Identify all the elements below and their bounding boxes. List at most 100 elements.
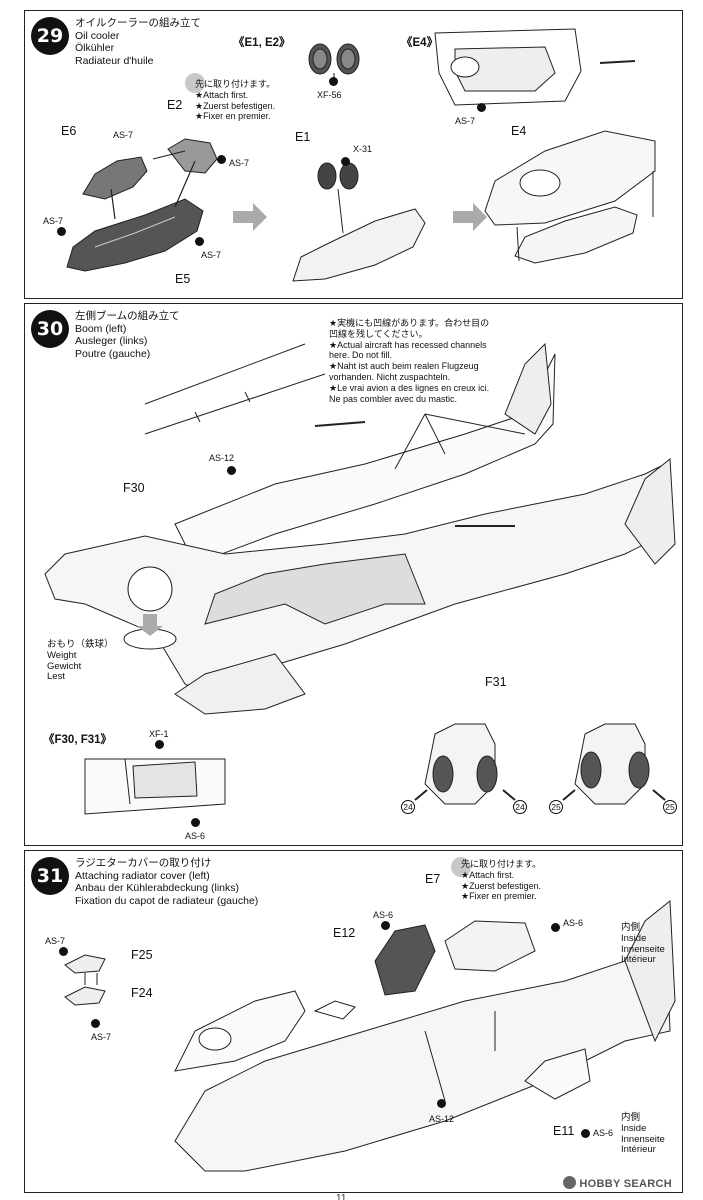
step-29-panel: 29 オイルクーラーの組み立て Oil cooler Ölkühler Radi… <box>24 10 683 299</box>
step-title: ラジエターカバーの取り付け Attaching radiator cover (… <box>75 857 258 907</box>
paint-dot-icon <box>227 466 236 475</box>
callout-as6: AS-6 <box>373 910 394 920</box>
note-line: ★Zuerst befestigen. <box>195 100 276 111</box>
weight-label-en: Weight <box>47 649 77 661</box>
note-line: vorhanden. Nicht zuspachteln. <box>329 371 451 382</box>
callout-as12: AS-12 <box>209 453 235 463</box>
stamp-icon <box>451 857 471 877</box>
paint-dot-icon <box>57 227 66 236</box>
title-en: Oil cooler <box>75 29 120 42</box>
title-de: Anbau der Kühlerabdeckung (links) <box>75 882 240 894</box>
inside-label-de: Innenseite <box>621 943 665 955</box>
inside-label-lower: 内側 Inside Innenseite Intérieur <box>621 1112 665 1156</box>
title-fr: Fixation du capot de radiateur (gauche) <box>75 894 259 907</box>
step-30-panel: 30 左側ブームの組み立て Boom (left) Ausleger (link… <box>24 303 683 846</box>
weight-label-fr: Lest <box>47 671 65 683</box>
title-fr: Radiateur d'huile <box>75 54 154 67</box>
bracket-label-e1-e2: 《E1, E2》 <box>233 37 291 49</box>
inside-label-en: Inside <box>621 932 647 944</box>
circled-number: 24 <box>401 800 415 814</box>
paint-dot-icon <box>381 921 390 930</box>
title-de: Ölkühler <box>75 42 115 54</box>
title-en: Attaching radiator cover (left) <box>75 869 210 882</box>
callout-x31: X-31 <box>353 144 373 154</box>
circled-number: 25 <box>663 800 677 814</box>
callout-xf1: XF-1 <box>149 729 169 739</box>
callout-as7: AS-7 <box>455 116 476 126</box>
note-line: 先に取り付けます。 <box>461 859 542 869</box>
inside-label-de: Innenseite <box>621 1133 665 1145</box>
paint-dot-icon <box>329 77 338 86</box>
step-29-drawing <box>66 28 656 282</box>
part-label-e1: E1 <box>295 130 311 144</box>
stamp-icon <box>185 73 205 93</box>
weight-label-de: Gewicht <box>47 660 82 672</box>
watermark-logo: HOBBY SEARCH <box>563 1176 672 1190</box>
weight-label: おもり（鉄球） Weight Gewicht Lest <box>47 639 114 683</box>
page-number: 11 <box>336 1193 347 1200</box>
callout-as6: AS-6 <box>185 831 206 841</box>
step-31-panel: 31 ラジエターカバーの取り付け Attaching radiator cove… <box>24 850 683 1193</box>
step-title: 左側ブームの組み立て Boom (left) Ausleger (links) … <box>75 310 180 360</box>
step-31-drawing <box>64 899 676 1172</box>
paint-dot-icon <box>551 923 560 932</box>
part-label-e12: E12 <box>333 926 356 940</box>
part-label-e6: E6 <box>61 124 77 138</box>
paint-dot-icon <box>217 155 226 164</box>
paint-dot-icon <box>191 818 200 827</box>
step-30-drawing <box>44 342 676 815</box>
paint-dot-icon <box>477 103 486 112</box>
callout-as7: AS-7 <box>201 250 222 260</box>
paint-dot-icon <box>341 157 350 166</box>
paint-dot-icon <box>195 237 204 246</box>
callout-as7: AS-7 <box>113 130 134 140</box>
paint-dot-icon <box>155 740 164 749</box>
part-label-e2: E2 <box>167 98 183 112</box>
title-fr: Poutre (gauche) <box>75 347 151 360</box>
inside-label-en: Inside <box>621 1122 647 1134</box>
part-label-e11: E11 <box>553 1124 575 1138</box>
inside-label-ja: 内側 <box>621 922 641 933</box>
callout-as6: AS-6 <box>563 918 584 928</box>
step-number: 30 <box>31 310 69 348</box>
note-line: ★Actual aircraft has recessed channels <box>329 339 487 350</box>
note-line: 先に取り付けます。 <box>195 79 276 89</box>
inside-label-fr: Intérieur <box>621 1144 656 1156</box>
bracket-label-e4: 《E4》 <box>401 37 439 49</box>
note-line: ★Fixer en premier. <box>195 111 271 122</box>
callout-as6: AS-6 <box>593 1128 614 1138</box>
attach-first-note: 先に取り付けます。 ★Attach first. ★Zuerst befesti… <box>195 79 275 122</box>
paint-dot-icon <box>437 1099 446 1108</box>
part-label-e5: E5 <box>175 272 191 286</box>
paint-dot-icon <box>581 1129 590 1138</box>
note-line: ★Fixer en premier. <box>461 891 537 902</box>
title-de: Ausleger (links) <box>75 335 148 347</box>
part-label-f30: F30 <box>123 481 145 495</box>
callout-as7: AS-7 <box>45 936 66 946</box>
paint-dot-icon <box>59 947 68 956</box>
weight-label-ja: おもり（鉄球） <box>47 639 114 650</box>
part-label-e4: E4 <box>511 124 527 138</box>
step-number: 31 <box>31 857 69 895</box>
note-line: ★Zuerst befestigen. <box>461 880 542 891</box>
note-line: 凹線を残してください。 <box>329 328 428 339</box>
note-line: ★Naht ist auch beim realen Flugzeug <box>329 361 479 372</box>
title-ja: オイルクーラーの組み立て <box>75 17 201 29</box>
inside-label-ja: 内側 <box>621 1112 641 1123</box>
part-label-f31: F31 <box>485 675 507 689</box>
step-number: 29 <box>31 17 69 55</box>
recessed-channels-note: ★実機にも凹線があります。合わせ目の 凹線を残してください。 ★Actual a… <box>329 318 489 404</box>
circled-number: 24 <box>513 800 527 814</box>
watermark-text: HOBBY SEARCH <box>579 1178 672 1190</box>
note-line: here. Do not fill. <box>329 350 393 361</box>
inside-label-fr: Intérieur <box>621 954 656 966</box>
callout-as12: AS-12 <box>429 1114 455 1124</box>
part-label-e7: E7 <box>425 872 441 886</box>
note-line: Ne pas combler avec du mastic. <box>329 393 458 404</box>
attach-first-note: 先に取り付けます。 ★Attach first. ★Zuerst befesti… <box>461 859 541 902</box>
step-title: オイルクーラーの組み立て Oil cooler Ölkühler Radiate… <box>75 17 201 67</box>
note-line: ★Attach first. <box>195 89 249 100</box>
callout-as7: AS-7 <box>229 158 250 168</box>
note-line: ★Le vrai avion a des lignes en creux ici… <box>329 382 490 393</box>
note-line: ★実機にも凹線があります。合わせ目の <box>329 318 490 328</box>
